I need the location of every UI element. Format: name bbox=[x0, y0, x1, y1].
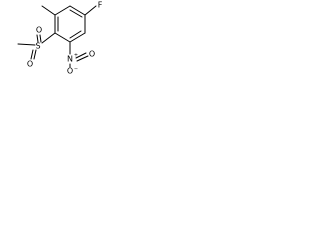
sulfonyl-oxygen-top-label: O bbox=[36, 26, 42, 35]
nitrogen-positive-charge: + bbox=[74, 53, 78, 59]
sulfonyl-oxygen-bottom-bond-double bbox=[33, 49, 37, 60]
methylsulfonyl-methyl-bond bbox=[17, 43, 36, 46]
sulfonyl-oxygen-top-bond-double bbox=[39, 34, 42, 43]
sulfonyl-oxygen-bottom-bond bbox=[30, 49, 34, 60]
ring-double-bond-1 bbox=[69, 9, 83, 18]
sulfonyl-oxygen-bottom-label: O bbox=[27, 60, 33, 69]
sulfonyl-oxygen-top-bond bbox=[36, 34, 39, 43]
ring-bond-1 bbox=[69, 5, 86, 16]
nitro-oxygen-top-label: O bbox=[89, 50, 95, 59]
ring-bond-4 bbox=[54, 32, 71, 43]
oxygen-negative-charge: − bbox=[74, 67, 78, 73]
ring-bond-6 bbox=[54, 5, 71, 16]
sulfonyl-bond bbox=[41, 32, 56, 44]
chemical-structure-diagram: F S O O N + O O − bbox=[17, 1, 103, 75]
ring-bond-3 bbox=[69, 32, 86, 43]
methyl-bond bbox=[41, 5, 56, 16]
sulfur-atom-label: S bbox=[35, 42, 40, 51]
fluorine-atom-label: F bbox=[98, 1, 103, 10]
nitro-oxygen-bottom-label: O bbox=[67, 67, 73, 75]
nitro-oxygen-top-bond-double bbox=[76, 55, 89, 62]
ring-double-bond-2 bbox=[69, 30, 82, 39]
nitro-oxygen-top-bond bbox=[75, 52, 87, 59]
fluoro-bond bbox=[84, 5, 97, 16]
nitro-nitrogen-label: N bbox=[67, 55, 73, 64]
